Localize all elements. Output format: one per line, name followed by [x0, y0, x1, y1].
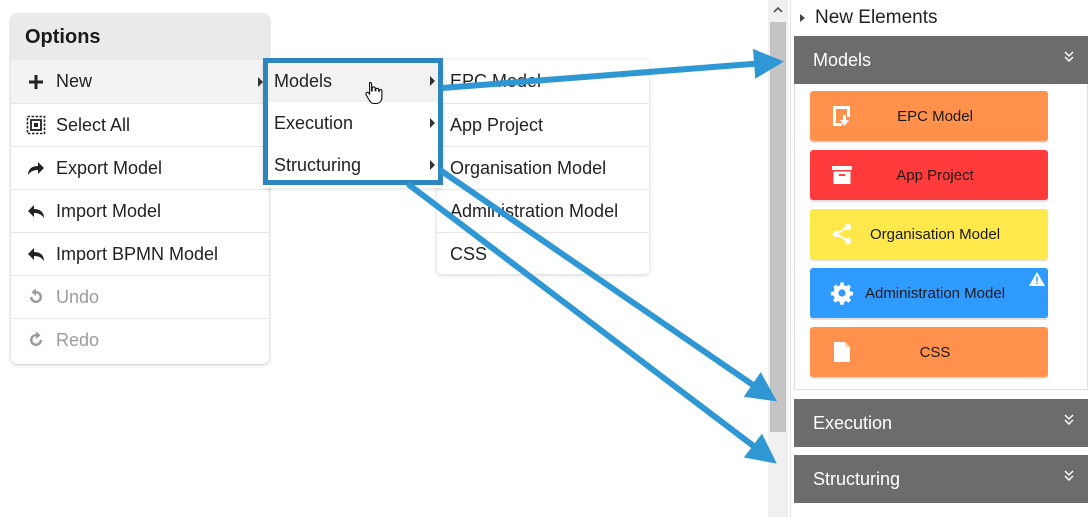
model-button-label: Administration Model — [864, 284, 1006, 302]
section-structuring-label: Structuring — [813, 468, 901, 489]
submenu-item-structuring[interactable]: Structuring — [263, 144, 443, 186]
gear-icon — [822, 273, 862, 313]
model-button-label: EPC Model — [897, 107, 973, 125]
menu-item-export-model-label: Export Model — [56, 157, 163, 178]
model-button-label: CSS — [919, 343, 951, 361]
redo-icon — [25, 329, 47, 351]
submenu-item-administration-model[interactable]: Administration Model — [437, 189, 649, 232]
model-button-epc-model[interactable]: EPC Model — [810, 91, 1048, 141]
import-icon — [25, 200, 47, 222]
submenu-item-app-project[interactable]: App Project — [437, 103, 649, 146]
section-header-structuring[interactable]: Structuring — [794, 455, 1088, 503]
menu-item-select-all-label: Select All — [56, 114, 131, 135]
submenu-arrow-icon — [430, 160, 435, 170]
submenu-item-structuring-label: Structuring — [274, 154, 362, 175]
menu-item-new[interactable]: New — [11, 60, 269, 103]
expand-chevron-icon — [1064, 414, 1074, 426]
submenu-arrow-icon — [258, 76, 263, 87]
submenu-item-organisation-model[interactable]: Organisation Model — [437, 146, 649, 189]
model-button-app-project[interactable]: App Project — [810, 150, 1048, 200]
section-models-label: Models — [813, 49, 872, 70]
undo-icon — [25, 286, 47, 308]
scroll-up-icon[interactable] — [772, 4, 784, 16]
epc-icon — [822, 96, 862, 136]
model-button-label: Organisation Model — [869, 225, 1001, 243]
menu-item-import-model-label: Import Model — [56, 200, 162, 221]
section-execution-label: Execution — [813, 412, 893, 433]
model-button-css[interactable]: CSS — [810, 327, 1048, 377]
menu-item-redo-label: Redo — [56, 329, 100, 350]
model-button-label: App Project — [896, 166, 974, 184]
new-elements-title: New Elements — [815, 7, 938, 28]
scrollbar-thumb[interactable] — [770, 22, 786, 432]
section-header-models[interactable]: Models — [794, 36, 1088, 84]
submenu-arrow-icon — [430, 76, 435, 86]
hand-cursor-icon — [365, 81, 383, 105]
menu-item-import-bpmn-model-label: Import BPMN Model — [56, 243, 219, 264]
submenu-item-epc-model[interactable]: EPC Model — [450, 71, 542, 91]
options-menu: Options New Select All Export Model Impo… — [11, 14, 269, 364]
submenu-item-execution-label: Execution — [274, 112, 354, 133]
menu-item-redo[interactable]: Redo — [11, 318, 269, 361]
submenu-item-execution[interactable]: Execution — [263, 102, 443, 144]
menu-item-undo[interactable]: Undo — [11, 275, 269, 318]
share-icon — [822, 214, 862, 254]
menu-item-import-bpmn-model[interactable]: Import BPMN Model — [11, 232, 269, 275]
export-icon — [25, 157, 47, 179]
expand-chevron-icon — [1064, 470, 1074, 482]
model-button-organisation-model[interactable]: Organisation Model — [810, 209, 1048, 259]
menu-item-undo-label: Undo — [56, 286, 100, 307]
collapse-chevron-icon — [1064, 51, 1074, 63]
options-menu-title: Options — [11, 14, 269, 60]
archive-icon — [822, 155, 862, 195]
submenu-item-models-label: Models — [274, 70, 333, 91]
file-icon — [822, 332, 862, 372]
submenu-item-models[interactable]: Models — [263, 60, 443, 102]
menu-item-export-model[interactable]: Export Model — [11, 146, 269, 189]
submenu-item-css[interactable]: CSS — [437, 232, 649, 275]
import-icon — [25, 243, 47, 265]
select-all-icon — [25, 114, 47, 136]
submenu-arrow-icon — [430, 118, 435, 128]
menu-item-select-all[interactable]: Select All — [11, 103, 269, 146]
menu-item-import-model[interactable]: Import Model — [11, 189, 269, 232]
model-button-administration-model[interactable]: Administration Model — [810, 268, 1048, 318]
new-submenu: Models Execution Structuring — [263, 60, 443, 188]
section-header-execution[interactable]: Execution — [794, 399, 1088, 447]
plus-icon — [25, 71, 47, 93]
expand-arrow-icon — [800, 14, 805, 22]
warning-icon — [1029, 272, 1045, 286]
models-submenu: EPC Model App Project Organisation Model… — [437, 60, 649, 274]
new-elements-header[interactable]: New Elements — [800, 6, 938, 30]
menu-item-new-label: New — [56, 71, 93, 91]
